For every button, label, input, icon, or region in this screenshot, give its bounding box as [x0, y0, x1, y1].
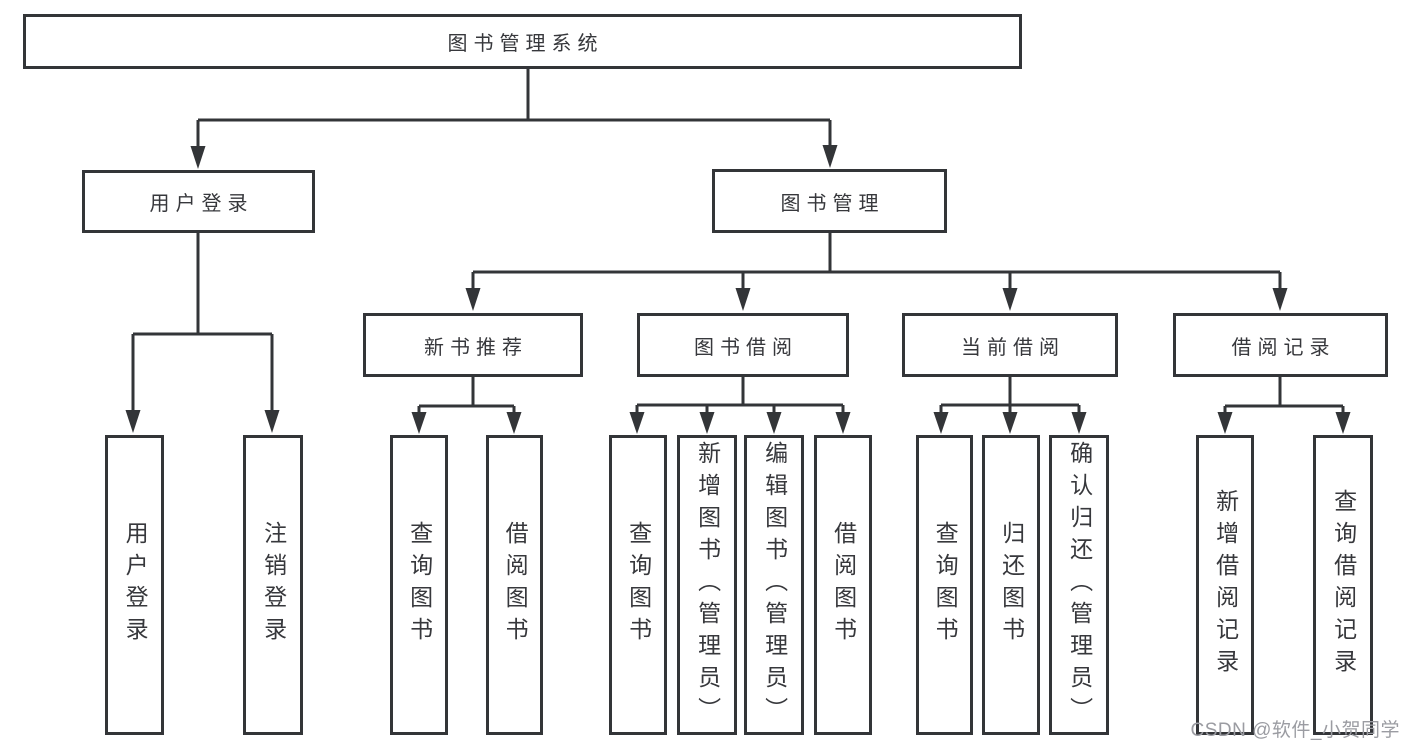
node-current-borrowing: 当前借阅: [902, 313, 1118, 377]
node-book-management: 图书管理: [712, 169, 947, 233]
leaf-cb-query-books: 查询图书: [916, 435, 973, 735]
leaf-bb-edit-book-admin: 编辑图书（管理员）: [744, 435, 804, 735]
leaf-br-query-record: 查询借阅记录: [1313, 435, 1373, 735]
node-root: 图书管理系统: [23, 14, 1022, 69]
connector-root-to-level2: [190, 68, 838, 169]
connector-book-management-children: [465, 233, 1288, 311]
node-new-book-recommend: 新书推荐: [363, 313, 583, 377]
connector-current-borrowing-children: [933, 377, 1087, 434]
leaf-bb-add-book-admin: 新增图书（管理员）: [677, 435, 737, 735]
leaf-cb-confirm-return-admin: 确认归还（管理员）: [1049, 435, 1109, 735]
leaf-bb-query-books: 查询图书: [609, 435, 667, 735]
leaf-br-add-record: 新增借阅记录: [1196, 435, 1254, 735]
node-borrow-records: 借阅记录: [1173, 313, 1388, 377]
csdn-watermark: CSDN @软件_小贺同学: [1190, 720, 1400, 741]
connector-book-borrowing-children: [629, 377, 851, 434]
connector-user-login-children: [125, 233, 280, 433]
leaf-nbr-borrow-books: 借阅图书: [486, 435, 543, 735]
leaf-cb-return-books: 归还图书: [982, 435, 1040, 735]
leaf-user-login: 用户登录: [105, 435, 164, 735]
connector-new-book-recommend-children: [411, 377, 522, 434]
node-user-login: 用户登录: [82, 170, 315, 233]
leaf-bb-borrow-books: 借阅图书: [814, 435, 872, 735]
node-book-borrowing: 图书借阅: [637, 313, 849, 377]
leaf-nbr-query-books: 查询图书: [390, 435, 448, 735]
connector-borrow-records-children: [1217, 377, 1351, 434]
leaf-logout: 注销登录: [243, 435, 303, 735]
